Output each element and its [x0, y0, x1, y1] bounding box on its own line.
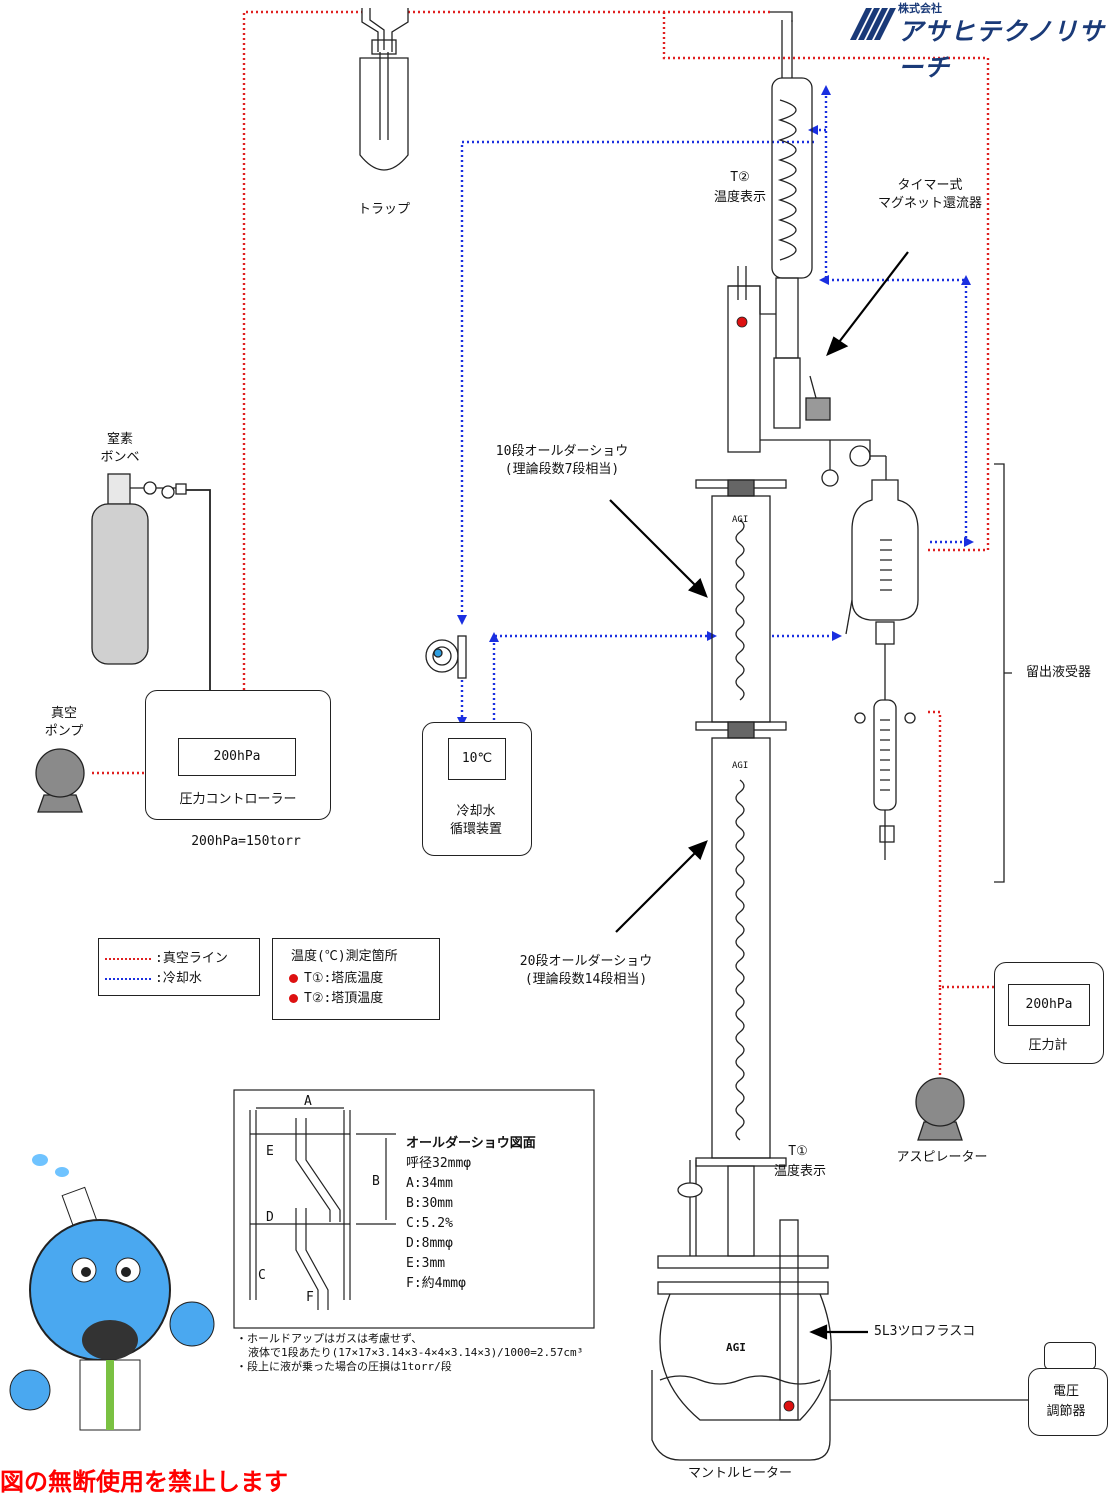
chiller-box [422, 722, 532, 856]
sensor-dots [736, 316, 795, 1412]
drawing-spec: 呼径32mmφ [406, 1156, 472, 1171]
legend-vacuum: :真空ライン [105, 951, 228, 967]
temperature-legend-t1-text: T①:塔底温度 [304, 971, 384, 986]
oldershaw-drawing [233, 1089, 595, 1329]
warning-text: 図の無断使用を禁止します [0, 1468, 288, 1496]
nitrogen-label-2: ボンベ [100, 450, 140, 465]
legend-vacuum-text: :真空ライン [155, 951, 228, 966]
nitrogen-label-1: 窒素 [106, 432, 134, 447]
agi-mark-2: AGI [732, 761, 749, 771]
flask-label: 5L3ツロフラスコ [874, 1324, 976, 1339]
timer-reflux-label-1: タイマー式 [897, 178, 963, 193]
vacuum-pump-label-1: 真空 [50, 706, 78, 721]
conversion-note: 200hPa=150torr [191, 834, 301, 849]
drawing-e: E:3mm [406, 1256, 446, 1271]
trap-glass [359, 8, 409, 171]
cooling-arrows [457, 85, 974, 727]
pressure-controller-label: 圧力コントローラー [179, 792, 297, 807]
legend-cooling-text: :冷却水 [155, 971, 202, 986]
t2-label: T② [730, 170, 750, 185]
temperature-legend-title: 温度(℃)測定箇所 [291, 949, 398, 964]
mascot-icon [9, 1154, 215, 1431]
distillation-column [651, 11, 1028, 1461]
timer-reflux-label-2: マグネット還流器 [877, 196, 983, 211]
temperature-legend: 温度(℃)測定箇所 T①:塔底温度 T②:塔頂温度 [272, 938, 440, 1020]
oldershaw20-label-2: (理論段数14段相当) [524, 972, 648, 987]
logo-small-text: 株式会社 [898, 2, 942, 15]
vacuum-pump-label-2: ポンプ [44, 724, 84, 739]
oldershaw10-label-2: (理論段数7段相当) [504, 462, 620, 477]
drawing-a: A:34mm [406, 1176, 453, 1191]
oldershaw20-label-1: 20段オールダーショウ [519, 954, 653, 969]
temperature-legend-t2: T②:塔頂温度 [289, 991, 383, 1007]
agi-mark-1: AGI [732, 515, 749, 525]
voltage-label-1: 電圧 [1052, 1384, 1080, 1399]
dim-d: D [266, 1210, 274, 1225]
flow-indicator-icon [425, 635, 467, 679]
dim-e: E [266, 1144, 274, 1159]
dim-b: B [372, 1174, 380, 1189]
pressure-gauge-label: 圧力計 [1028, 1038, 1068, 1053]
vacuum-pump-icon [35, 748, 85, 813]
voltage-regulator-knob [1044, 1342, 1096, 1370]
chiller-label-2: 循環装置 [449, 822, 503, 837]
legend-cooling: :冷却水 [105, 971, 202, 987]
pressure-gauge-display: 200hPa [1008, 984, 1090, 1026]
aspirator-icon [915, 1077, 965, 1141]
chiller-label-1: 冷却水 [456, 804, 496, 819]
drawing-d: D:8mmφ [406, 1236, 453, 1251]
drawing-b: B:30mm [406, 1196, 453, 1211]
cooling-lines [460, 90, 968, 722]
t2-display-label: 温度表示 [713, 190, 767, 205]
mantle-label: マントルヒーター [687, 1466, 793, 1481]
pointer-arrows [609, 251, 909, 1340]
drawing-f: F:約4mmφ [406, 1276, 466, 1291]
drawing-c: C:5.2% [406, 1216, 453, 1231]
note-2: 液体で1段あたり(17×17×3.14×3-4×4×3.14×3)/1000=2… [248, 1346, 584, 1359]
note-1: ・ホールドアップはガスは考慮せず、 [236, 1332, 423, 1345]
drawing-title: オールダーショウ図面 [406, 1136, 536, 1151]
pressure-controller-display: 200hPa [178, 738, 296, 776]
cylinder-icon [91, 473, 211, 690]
voltage-regulator-box [1028, 1368, 1108, 1436]
logo-stripes-icon [850, 8, 896, 40]
note-3: ・段上に液が乗った場合の圧損は1torr/段 [236, 1360, 452, 1373]
agi-mark-3: AGI [726, 1341, 746, 1354]
t1-display-label: 温度表示 [773, 1164, 827, 1179]
temperature-legend-t2-text: T②:塔頂温度 [304, 991, 384, 1006]
trap-label: トラップ [357, 202, 411, 217]
temperature-legend-t1: T①:塔底温度 [289, 971, 383, 987]
voltage-label-2: 調節器 [1046, 1404, 1086, 1419]
dim-f: F [306, 1290, 314, 1305]
receiver-bracket [994, 463, 1012, 883]
aspirator-label: アスピレーター [896, 1150, 988, 1165]
oldershaw10-label-1: 10段オールダーショウ [495, 444, 629, 459]
dim-a: A [304, 1094, 312, 1109]
vacuum-lines [92, 10, 994, 1080]
logo-company-name: アサヒテクノリサーチ [898, 17, 1105, 82]
line-legend: :真空ライン :冷却水 [98, 938, 260, 996]
dim-c: C [258, 1268, 266, 1283]
t1-label: T① [788, 1144, 808, 1159]
chiller-display: 10℃ [448, 738, 506, 780]
distillate-receiver-label: 留出液受器 [1026, 665, 1092, 680]
